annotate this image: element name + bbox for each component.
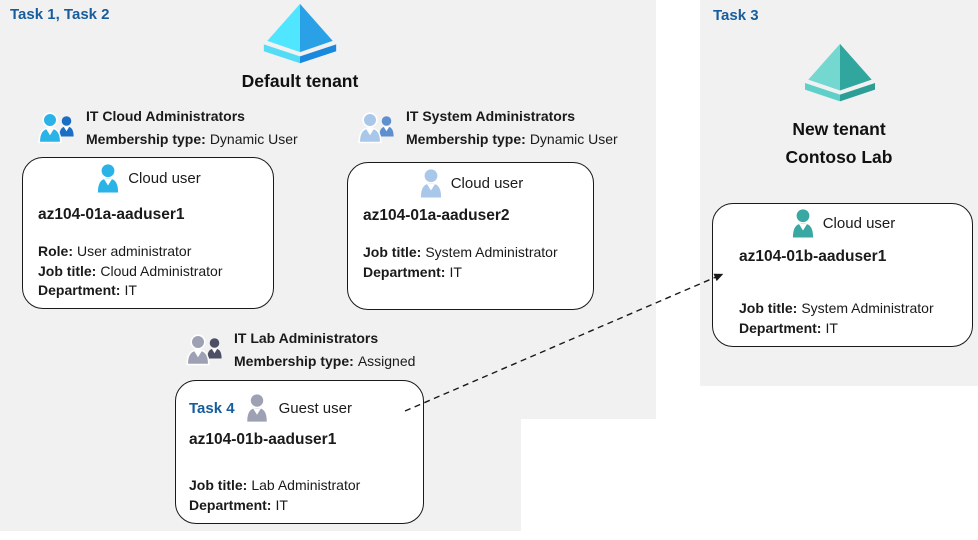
azure-ad-tenant-icon xyxy=(263,3,337,64)
membership-type: Membership type:Dynamic User xyxy=(406,131,618,147)
task-1-2-label: Task 1, Task 2 xyxy=(10,6,110,23)
group-it-lab-administrators: IT Lab Administrators Membership type:As… xyxy=(184,327,415,373)
detail-row: Department:IT xyxy=(38,282,137,298)
user-name: az104-01a-aaduser1 xyxy=(38,206,185,223)
user-details: Job title:Lab Administrator Department:I… xyxy=(189,476,360,515)
detail-row: Department:IT xyxy=(739,319,838,336)
user-type-label: Cloud user xyxy=(128,170,201,187)
group-it-cloud-administrators: IT Cloud Administrators Membership type:… xyxy=(36,105,298,151)
user-details: Role:User administrator Job title:Cloud … xyxy=(38,242,223,301)
detail-row: Job title:Cloud Administrator xyxy=(38,262,223,279)
user-type-header: Cloud user xyxy=(23,163,273,194)
user-card-aaduser2: Cloud user az104-01a-aaduser2 Job title:… xyxy=(347,162,594,310)
detail-row: Job title:System Administrator xyxy=(739,300,934,316)
new-tenant-icon xyxy=(805,43,875,102)
user-type-header: Cloud user xyxy=(713,208,972,239)
default-tenant-title: Default tenant xyxy=(241,71,359,91)
cloud-user-icon xyxy=(98,164,119,193)
user-type-label: Guest user xyxy=(278,399,352,417)
user-card-aaduser1: Cloud user az104-01a-aaduser1 Role:User … xyxy=(22,157,274,309)
detail-row: Job title:System Administrator xyxy=(363,244,558,260)
user-name: az104-01b-aaduser1 xyxy=(739,248,887,265)
user-name: az104-01b-aaduser1 xyxy=(189,431,337,448)
user-type-header: Cloud user xyxy=(348,168,593,199)
group-name: IT Lab Administrators xyxy=(234,330,379,346)
user-type-header: Task 4 Guest user xyxy=(189,393,352,423)
group-icon xyxy=(186,334,222,366)
group-icon xyxy=(358,112,394,144)
detail-row: Role:User administrator xyxy=(38,243,192,259)
task-4-label: Task 4 xyxy=(189,399,235,417)
new-tenant-title-line2: Contoso Lab xyxy=(785,147,893,167)
group-it-system-administrators: IT System Administrators Membership type… xyxy=(356,105,618,151)
guest-user-card: Task 4 Guest user az104-01b-aaduser1 Job… xyxy=(175,380,424,524)
membership-type: Membership type:Dynamic User xyxy=(86,131,298,147)
user-type-label: Cloud user xyxy=(450,175,524,192)
group-icon xyxy=(38,112,74,144)
user-details: Job title:System Administrator Departmen… xyxy=(363,243,558,282)
user-type-label: Cloud user xyxy=(822,215,896,232)
detail-row: Department:IT xyxy=(363,263,462,280)
task-3-label: Task 3 xyxy=(713,7,759,24)
guest-user-icon xyxy=(246,394,267,422)
detail-row: Department:IT xyxy=(189,496,288,513)
membership-type: Membership type:Assigned xyxy=(234,353,416,369)
new-tenant-title-line1: New tenant xyxy=(792,119,886,139)
detail-row: Job title:Lab Administrator xyxy=(189,477,361,493)
cloud-user-icon xyxy=(420,169,441,198)
group-name: IT Cloud Administrators xyxy=(86,108,245,124)
user-details: Job title:System Administrator Departmen… xyxy=(739,299,934,338)
cloud-user-icon xyxy=(792,209,813,238)
new-tenant-user-card: Cloud user az104-01b-aaduser1 Job title:… xyxy=(712,203,973,347)
group-name: IT System Administrators xyxy=(406,108,576,124)
user-name: az104-01a-aaduser2 xyxy=(363,207,510,224)
